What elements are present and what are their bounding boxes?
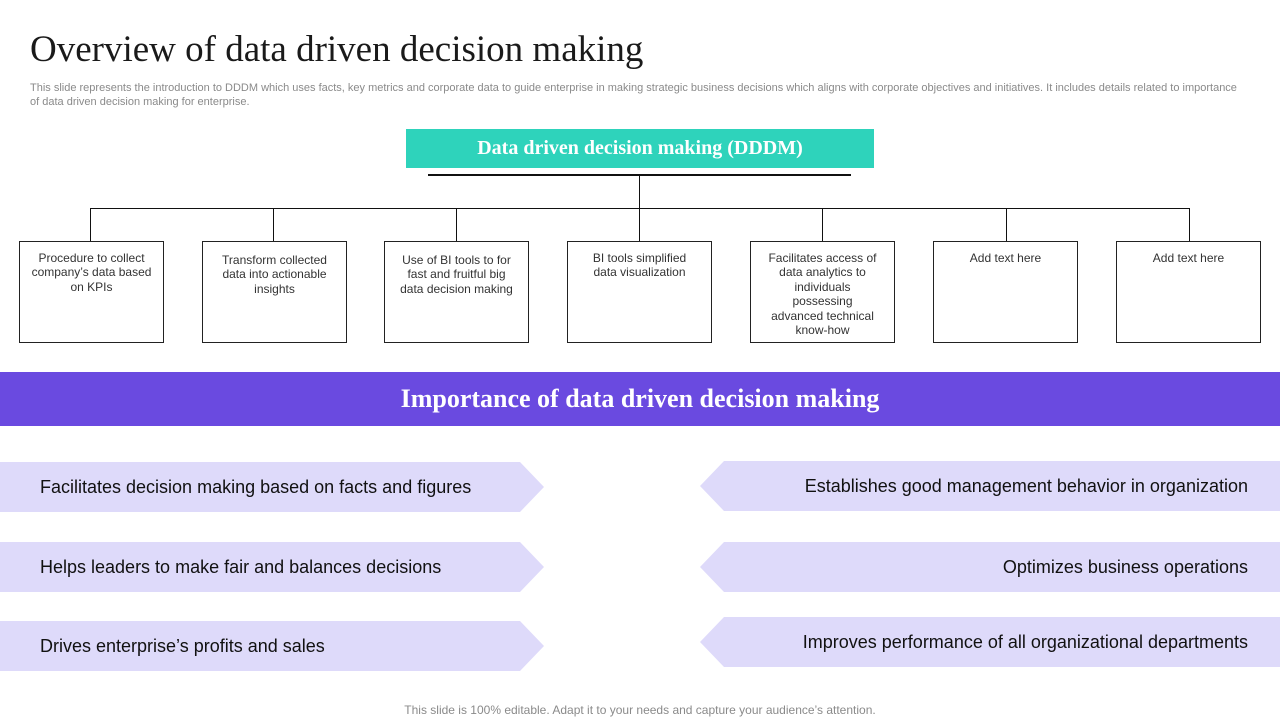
branch-line bbox=[822, 208, 823, 241]
branch-line bbox=[639, 208, 640, 241]
footer-note: This slide is 100% editable. Adapt it to… bbox=[404, 703, 876, 717]
importance-item-right: Establishes good management behavior in … bbox=[700, 461, 1280, 511]
tree-card: BI tools simplified data visualization bbox=[567, 241, 712, 343]
branch-line bbox=[90, 208, 91, 241]
page-subtitle: This slide represents the introduction t… bbox=[30, 82, 1237, 108]
tree-card: Procedure to collect company’s data base… bbox=[19, 241, 164, 343]
dddm-root-box: Data driven decision making (DDDM) bbox=[406, 129, 874, 168]
importance-item-left: Drives enterprise’s profits and sales bbox=[0, 621, 544, 671]
horizontal-connector bbox=[90, 208, 1190, 209]
importance-banner: Importance of data driven decision makin… bbox=[0, 372, 1280, 426]
page-title: Overview of data driven decision making bbox=[30, 29, 644, 70]
branch-line bbox=[273, 208, 274, 241]
importance-item-left: Helps leaders to make fair and balances … bbox=[0, 542, 544, 592]
importance-item-left: Facilitates decision making based on fac… bbox=[0, 462, 544, 512]
importance-item-right: Optimizes business operations bbox=[700, 542, 1280, 592]
branch-line bbox=[1006, 208, 1007, 241]
branch-line bbox=[456, 208, 457, 241]
tree-card: Add text here bbox=[933, 241, 1078, 343]
branch-line bbox=[1189, 208, 1190, 241]
tree-card: Use of BI tools to for fast and fruitful… bbox=[384, 241, 529, 343]
tree-card: Add text here bbox=[1116, 241, 1261, 343]
tree-card: Facilitates access of data analytics to … bbox=[750, 241, 895, 343]
root-stem bbox=[639, 175, 640, 208]
tree-card: Transform collected data into actionable… bbox=[202, 241, 347, 343]
importance-item-right: Improves performance of all organization… bbox=[700, 617, 1280, 667]
